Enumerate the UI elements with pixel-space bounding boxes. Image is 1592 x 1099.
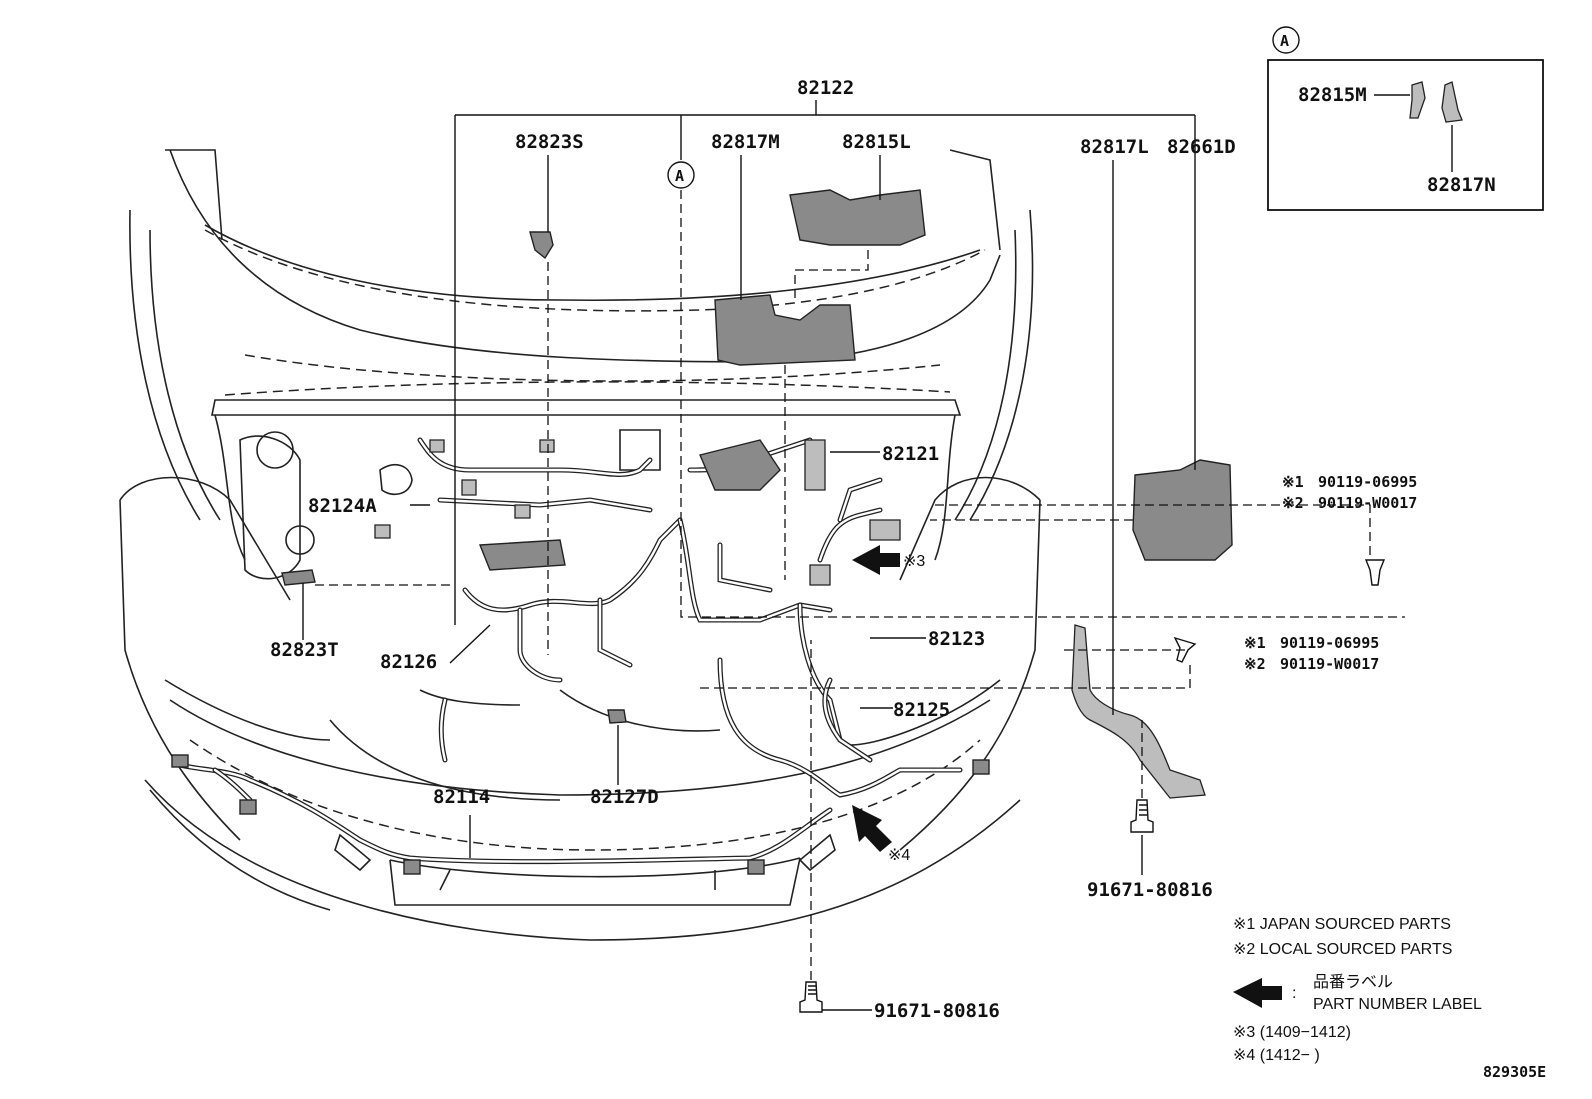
screw-icon (1173, 636, 1197, 663)
fasteners (799, 559, 1386, 1013)
screw-upper-2: 90119-W0017 (1318, 494, 1417, 512)
screw-lower-1: 90119-06995 (1280, 634, 1379, 652)
figure-id: 829305E (1483, 1063, 1546, 1081)
callout-letter-mid: A (675, 167, 684, 185)
label-bolt-bottom: 91671-80816 (874, 1000, 1000, 1022)
legend-note-3: ※3 (1409−1412) (1233, 1024, 1351, 1041)
marker-4: ※4 (888, 847, 910, 864)
label-82823S: 82823S (515, 131, 584, 153)
label-82122: 82122 (797, 77, 854, 99)
label-82121: 82121 (882, 443, 939, 465)
inset-part-82815M (1409, 81, 1426, 119)
bolt-icon (1130, 799, 1154, 833)
label-82126: 82126 (380, 651, 437, 673)
label-82817N: 82817N (1427, 174, 1496, 196)
car-body-outline (119, 149, 1041, 941)
relay-block (714, 294, 856, 366)
legend-note-4: ※4 (1412− ) (1233, 1047, 1320, 1064)
label-82815L: 82815L (842, 131, 911, 153)
inset-detail-box (1267, 59, 1544, 211)
clamp-82127D (607, 709, 627, 724)
label-82114: 82114 (433, 786, 490, 808)
clamp-82823S (529, 231, 554, 260)
label-82817L: 82817L (1080, 136, 1149, 158)
marker-labels: ※3 ※4 (888, 553, 925, 864)
label-82817M: 82817M (711, 131, 780, 153)
clamp-82823T (281, 569, 316, 586)
relay-box-82661D (1132, 459, 1233, 561)
leader-lines (302, 94, 1453, 1011)
part-number-label-arrow-icon (852, 545, 900, 575)
screw-upper-2-mark: ※2 (1282, 494, 1304, 512)
inset-part-82817N (1441, 81, 1463, 123)
legend-label-en: PART NUMBER LABEL (1313, 996, 1482, 1013)
legend-colon: : (1292, 985, 1296, 1002)
bolt-icon (799, 981, 823, 1013)
bracket-82817L (1071, 624, 1206, 799)
label-82823T: 82823T (270, 639, 339, 661)
harness-parts (171, 81, 1463, 875)
legend-label-jp: 品番ラベル (1313, 973, 1393, 991)
label-82125: 82125 (893, 699, 950, 721)
label-82123: 82123 (928, 628, 985, 650)
label-82127D: 82127D (590, 786, 659, 808)
label-82661D: 82661D (1167, 136, 1236, 158)
screw-lower-2: 90119-W0017 (1280, 655, 1379, 673)
marker-3: ※3 (903, 553, 925, 570)
screw-upper-1-mark: ※1 (1282, 473, 1304, 491)
legend-note-1: ※1 JAPAN SOURCED PARTS (1233, 916, 1451, 933)
legend-note-2: ※2 LOCAL SOURCED PARTS (1233, 941, 1452, 958)
screw-lower-2-mark: ※2 (1244, 655, 1266, 673)
callout-circle (1272, 26, 1300, 54)
part-number-label-arrow-icon (852, 805, 892, 852)
relay-block-cover-upper (789, 189, 926, 246)
part-number-label-arrow-icon (1233, 978, 1282, 1008)
label-bolt-right: 91671-80816 (1087, 879, 1213, 901)
inset-title: A (1280, 32, 1289, 50)
screw-icon (1364, 559, 1386, 586)
label-82815M: 82815M (1298, 84, 1367, 106)
legend: ※1 JAPAN SOURCED PARTS ※2 LOCAL SOURCED … (1233, 916, 1546, 1081)
screw-labels: ※1 90119-06995 ※2 90119-W0017 ※1 90119-0… (1244, 473, 1417, 673)
part-labels: 82122 82823S 82817M 82815L 82817L 82661D… (270, 32, 1496, 1022)
label-82124A: 82124A (308, 495, 377, 517)
screw-upper-1: 90119-06995 (1318, 473, 1417, 491)
callout-circle (667, 161, 695, 189)
screw-lower-1-mark: ※1 (1244, 634, 1266, 652)
